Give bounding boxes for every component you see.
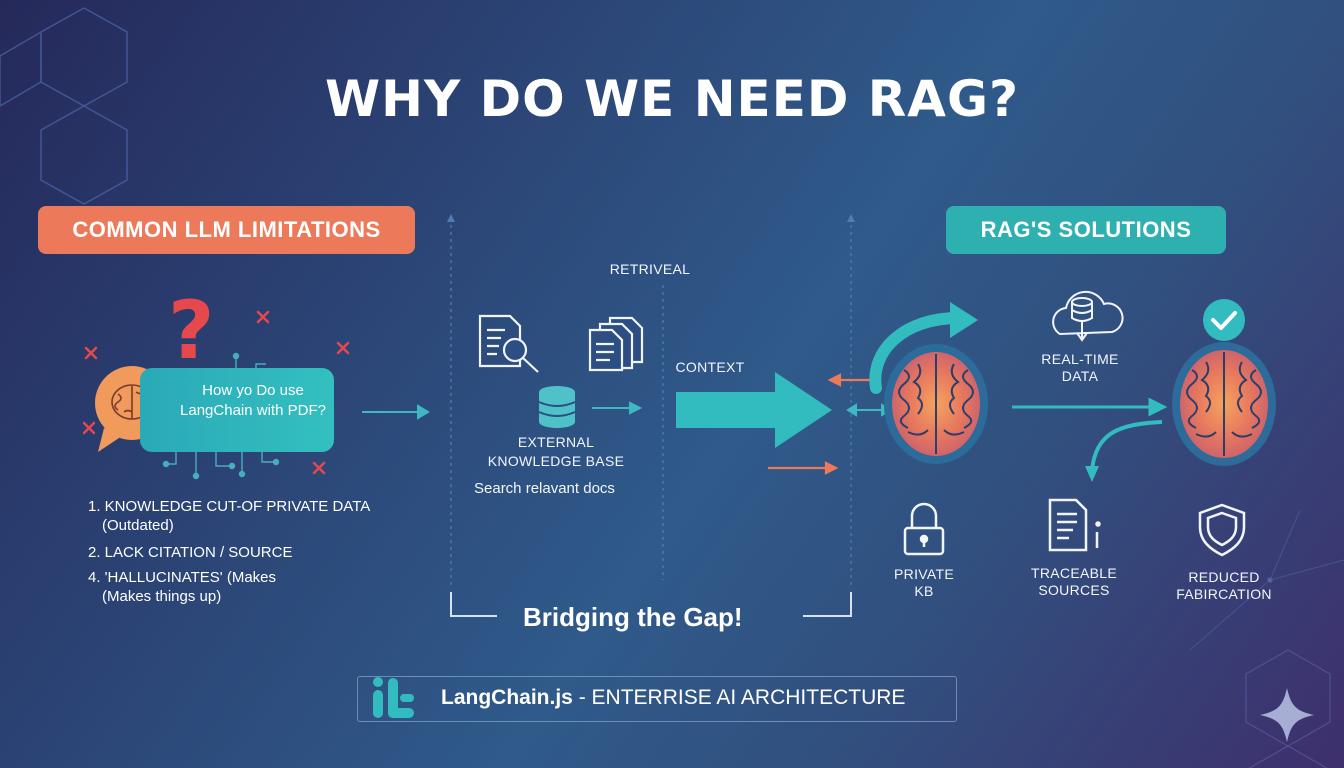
sparkle-icon <box>1260 688 1314 742</box>
document-search-icon <box>478 314 539 373</box>
question-mark-icon: ? <box>168 284 214 377</box>
limitations-heading: COMMON LLM LIMITATIONS <box>38 206 415 254</box>
retrieval-label: RETRIVEAL <box>609 261 691 277</box>
hexagon-decoration <box>0 7 128 205</box>
question-bubble <box>140 368 334 452</box>
feature-label: PRIVATE <box>894 566 954 582</box>
context-arrow <box>676 372 832 448</box>
document-icon <box>1048 498 1101 552</box>
arrow-to-retrieval <box>362 404 430 420</box>
bridge-bracket <box>450 592 852 617</box>
context-label: CONTEXT <box>675 359 745 375</box>
solutions-heading: RAG'S SOLUTIONS <box>946 206 1226 254</box>
footer-text: LangChain.js - ENTERRISE AI ARCHITECTURE <box>441 686 905 710</box>
brain-icon-input <box>884 344 988 464</box>
kb-caption: Search relavant docs <box>474 480 615 497</box>
realtime-label-line2: DATA <box>1061 368 1099 384</box>
feature-label: REDUCED <box>1188 569 1260 585</box>
page-title: WHY DO WE NEED RAG? <box>324 70 1020 128</box>
feature-label: SOURCES <box>1038 582 1110 598</box>
lock-icon <box>903 502 945 556</box>
bridge-text: Bridging the Gap! <box>523 602 743 632</box>
kb-label-line1: EXTERNAL <box>517 434 595 450</box>
limitation-item: 1. KNOWLEDGE CUT-OF PRIVATE DATA <box>88 498 371 515</box>
langchain-logo <box>373 677 414 718</box>
section-dividers <box>450 225 852 585</box>
footer-brand: LangChain.js <box>441 686 573 709</box>
footer-banner <box>357 676 957 722</box>
feature-label: KB <box>914 583 934 599</box>
documents-icon <box>588 316 644 372</box>
limitation-item: 4. 'HALLUCINATES' (Makes <box>88 569 276 586</box>
limitation-item-note: (Outdated) <box>102 517 174 534</box>
x-mark-icons <box>82 310 350 475</box>
cloud-data-icon <box>1052 290 1124 342</box>
realtime-label-line1: REAL-TIME <box>1041 351 1119 367</box>
limitation-item-note: (Makes things up) <box>102 588 222 605</box>
curved-arrow <box>869 312 964 394</box>
shield-icon <box>1198 503 1246 557</box>
footer-tagline: - ENTERRISE AI ARCHITECTURE <box>572 686 906 709</box>
check-icon <box>1203 299 1245 341</box>
hexagon-decoration-br <box>1245 649 1331 768</box>
question-text: How yo Do use LangChain with PDF? <box>180 382 326 419</box>
feature-label: TRACEABLE <box>1031 565 1117 581</box>
feature-label: FABIRCATION <box>1176 586 1272 602</box>
limitation-item: 2. LACK CITATION / SOURCE <box>88 544 293 561</box>
brain-icon-output <box>1172 342 1276 466</box>
kb-label-line2: KNOWLEDGE BASE <box>487 453 625 469</box>
database-icon <box>538 386 576 428</box>
